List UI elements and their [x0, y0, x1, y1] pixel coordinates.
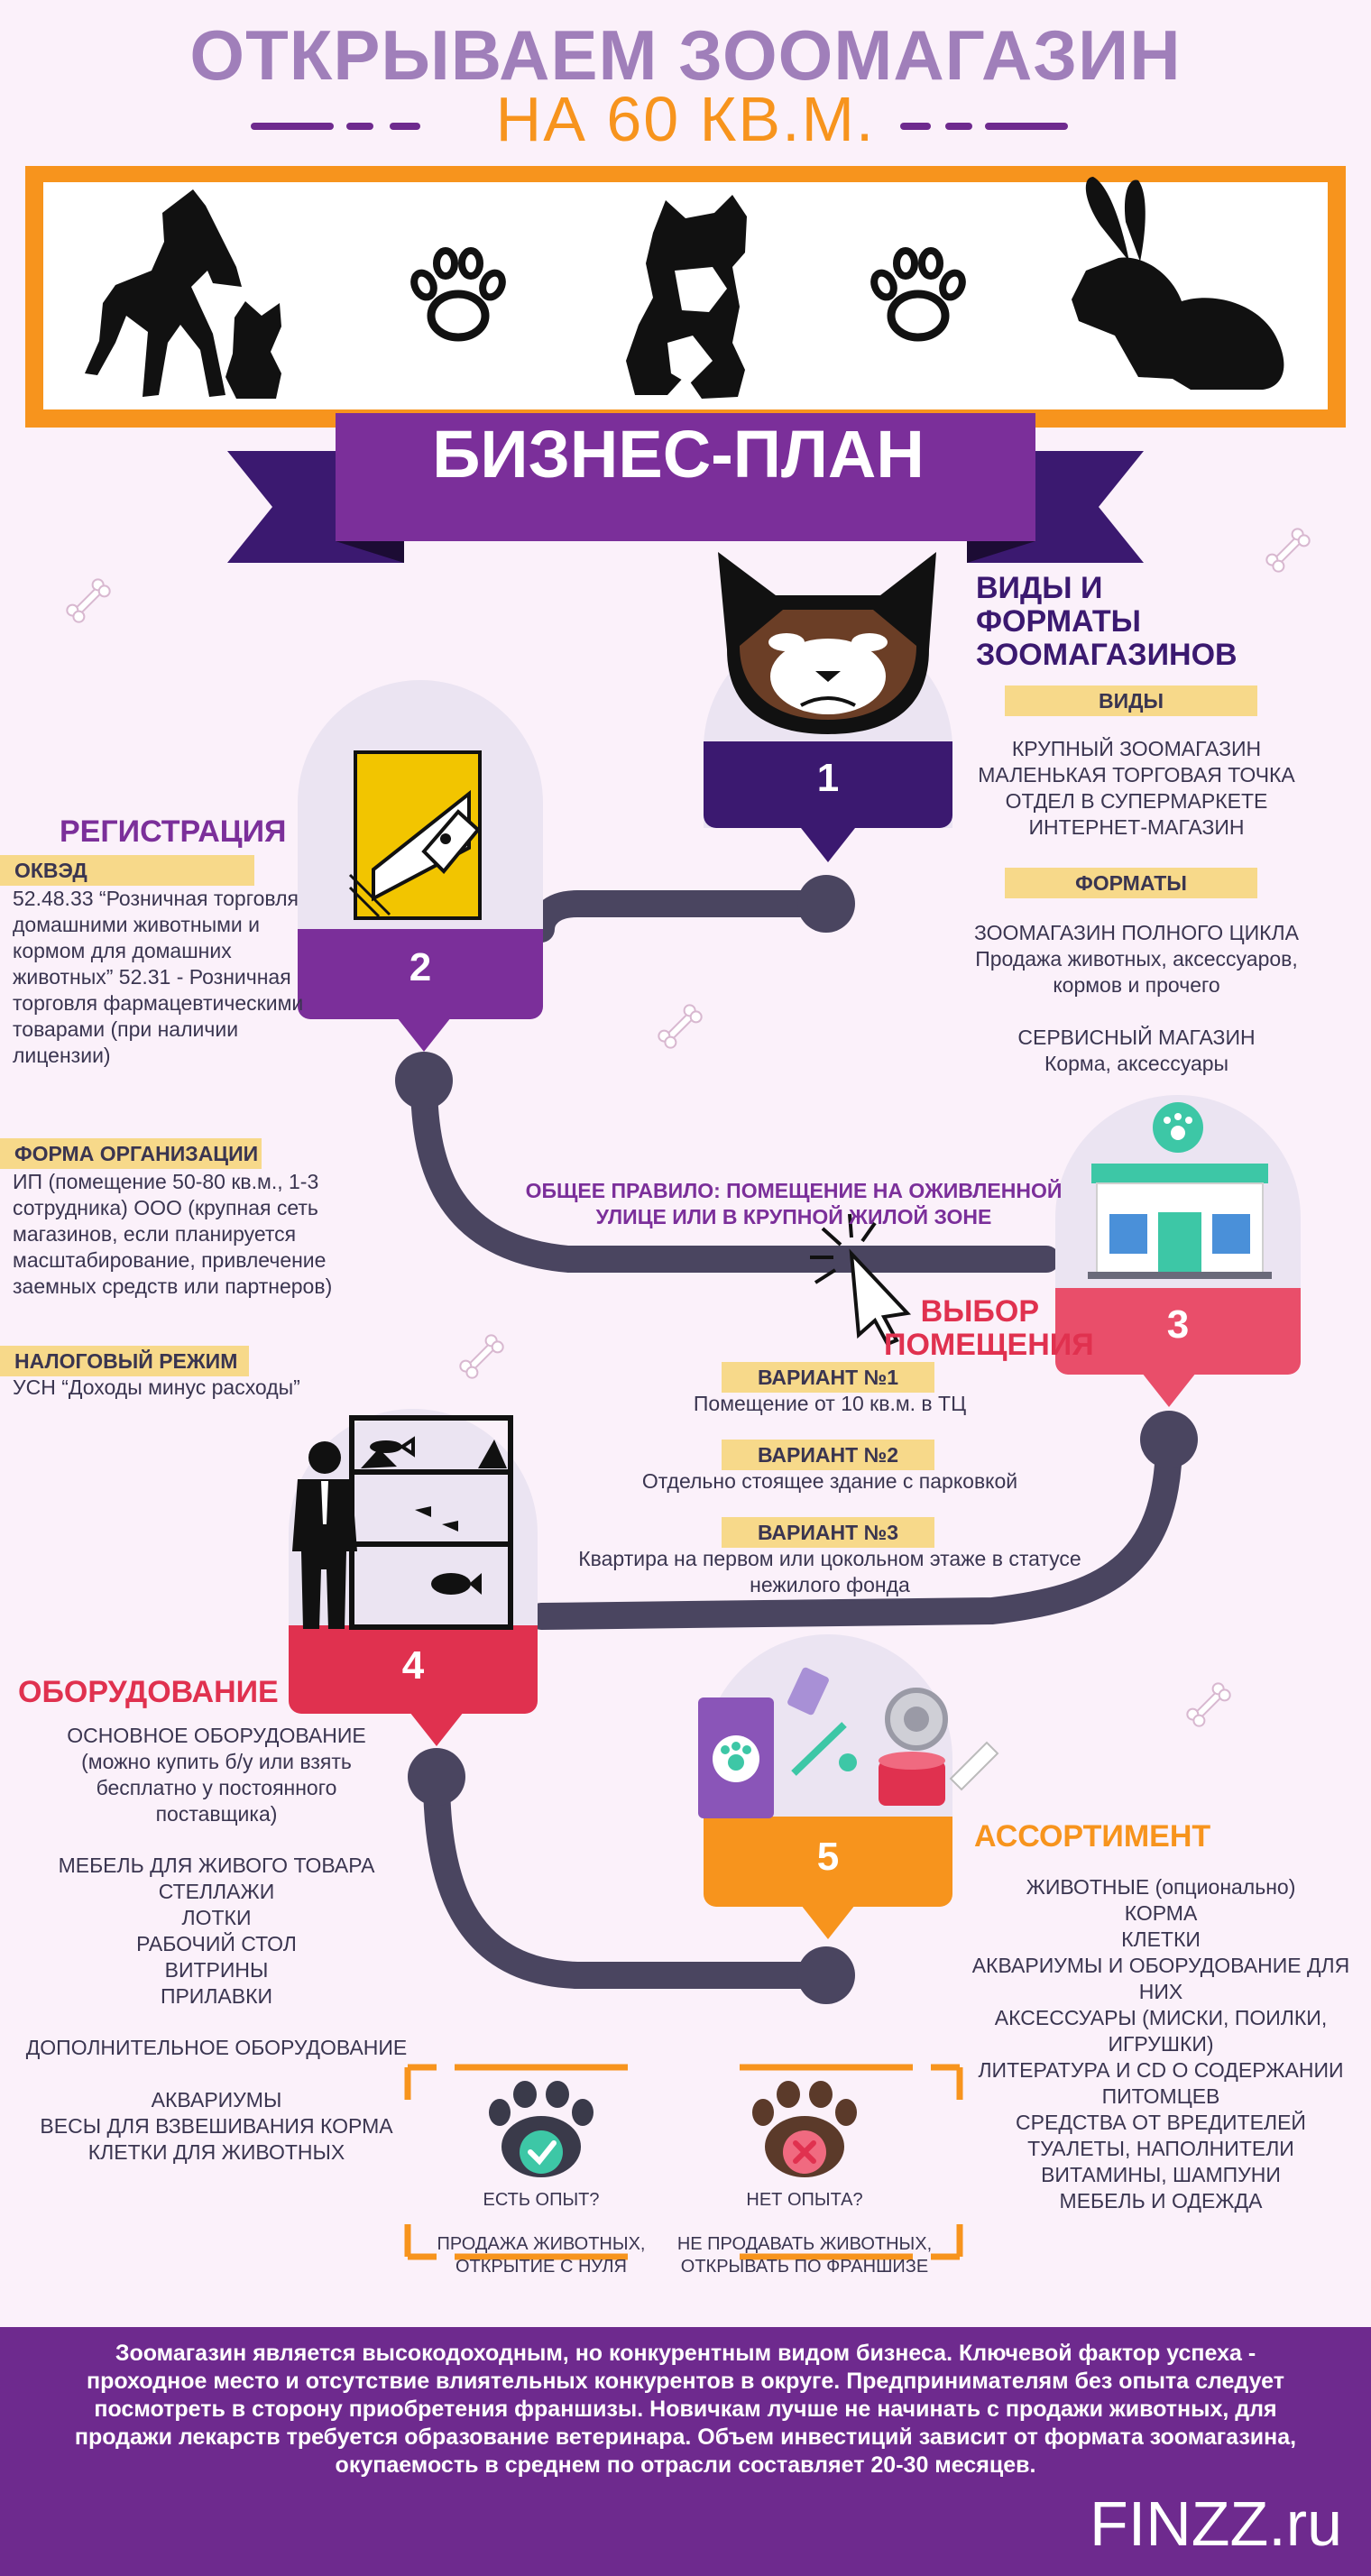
main-title: ОТКРЫВАЕМ ЗООМАГАЗИН: [189, 15, 1182, 95]
pen-nib-icon: [348, 750, 482, 920]
variant2-text: Отдельно стоящее здание с парковкой: [641, 1469, 1018, 1493]
step4-title: ОБОРУДОВАНИЕ: [18, 1675, 279, 1709]
main-equipment-title: ОСНОВНОЕ ОБОРУДОВАНИЕ: [67, 1724, 366, 1747]
format1-title: ЗООМАГАЗИН ПОЛНОГО ЦИКЛА: [974, 921, 1299, 944]
type-item: МАЛЕНЬКАЯ ТОРГОВАЯ ТОЧКА: [978, 763, 1295, 787]
format2-desc: Корма, аксессуары: [1044, 1052, 1229, 1075]
equipment-item: ВЕСЫ ДЛЯ ВЗВЕШИВАНИЯ КОРМА: [40, 2114, 393, 2138]
equipment-item: КЛЕТКИ ДЛЯ ЖИВОТНЫХ: [87, 2140, 345, 2164]
cursor-click-icon: [810, 1213, 912, 1347]
check-icon: [520, 2130, 563, 2174]
path-nodes: [395, 875, 1198, 2004]
bulldog-icon: [626, 195, 747, 399]
equipment-item: МЕБЕЛЬ ДЛЯ ЖИВОГО ТОВАРА: [58, 1854, 375, 1877]
assortment-item: СРЕДСТВА ОТ ВРЕДИТЕЛЕЙ: [1016, 2111, 1306, 2134]
step4-number: 4: [401, 1643, 425, 1688]
experience-yes-text: ПРОДАЖА ЖИВОТНЫХ, ОТКРЫТИЕ С НУЛЯ: [437, 2234, 646, 2277]
step5-title: АССОРТИМЕНТ: [974, 1819, 1211, 1854]
footer-panel: [0, 2327, 1371, 2576]
main-equipment-note: (можно купить б/у или взять бесплатно у …: [81, 1750, 352, 1826]
type-item: ОТДЕЛ В СУПЕРМАРКЕТЕ: [1005, 789, 1268, 813]
assortment-item: ЖИВОТНЫЕ (опционально): [1026, 1875, 1296, 1899]
variant1-label: ВАРИАНТ №1: [722, 1362, 934, 1393]
extra-equipment-title: ДОПОЛНИТЕЛЬНОЕ ОБОРУДОВАНИЕ: [25, 2036, 408, 2059]
equipment-item: АКВАРИУМЫ: [151, 2088, 282, 2111]
format2-title: СЕРВИСНЫЙ МАГАЗИН: [1017, 1026, 1256, 1049]
step3-rule: ОБЩЕЕ ПРАВИЛО: ПОМЕЩЕНИЕ НА ОЖИВЛЕННОЙ У…: [525, 1179, 1063, 1228]
process-path: [410, 890, 1182, 1989]
assortment-item: ЛИТЕРАТУРА И CD О СОДЕРЖАНИИ ПИТОМЦЕВ: [978, 2058, 1344, 2108]
site-logo: FINZZ.ru: [1090, 2489, 1342, 2559]
step3-number: 3: [1166, 1302, 1190, 1347]
business-plan-ribbon: [227, 413, 1144, 563]
main-subtitle: НА 60 КВ.М.: [495, 84, 876, 154]
footer-summary: Зоомагазин является высокодоходным, но к…: [74, 2341, 1297, 2478]
assortment-item: МЕБЕЛЬ И ОДЕЖДА: [1059, 2189, 1263, 2213]
assortment-item: АКСЕССУАРЫ (МИСКИ, ПОИЛКИ, ИГРУШКИ): [994, 2006, 1328, 2056]
step2-number: 2: [409, 945, 432, 989]
okved-text: 52.48.33 “Розничная торговля домашними ж…: [13, 887, 304, 1067]
pet-products-icon: [698, 1667, 999, 1818]
extra-equipment-list: АКВАРИУМЫ ВЕСЫ ДЛЯ ВЗВЕШИВАНИЯ КОРМА КЛЕ…: [9, 2087, 424, 2166]
step1-title: ВИДЫ И ФОРМАТЫ ЗООМАГАЗИНОВ: [976, 571, 1238, 672]
equipment-item: ВИТРИНЫ: [164, 1958, 269, 1982]
step1-types-list: КРУПНЫЙ ЗООМАГАЗИН МАЛЕНЬКАЯ ТОРГОВАЯ ТО…: [938, 736, 1335, 841]
assortment-item: ТУАЛЕТЫ, НАПОЛНИТЕЛИ: [1027, 2137, 1294, 2160]
type-item: ИНТЕРНЕТ-МАГАЗИН: [1028, 815, 1245, 839]
bone-icon: [63, 575, 114, 626]
assortment-item: КЛЕТКИ: [1121, 1927, 1201, 1951]
experience-box-frame: [404, 2064, 963, 2260]
assortment-item: ВИТАМИНЫ, ШАМПУНИ: [1041, 2163, 1281, 2186]
experience-yes-caption: ЕСТЬ ОПЫТ?: [483, 2190, 600, 2210]
step3-title: ВЫБОР ПОМЕЩЕНИЯ: [884, 1294, 1094, 1362]
experience-no-caption: НЕТ ОПЫТА?: [746, 2190, 863, 2210]
equipment-item: СТЕЛЛАЖИ: [158, 1880, 275, 1903]
equipment-item: ПРИЛАВКИ: [160, 1984, 273, 2008]
step5-number: 5: [816, 1835, 840, 1879]
banner-label: БИЗНЕС-ПЛАН: [432, 417, 925, 492]
org-text: ИП (помещение 50-80 кв.м., 1-3 сотрудник…: [13, 1170, 333, 1298]
org-label: ФОРМА ОРГАНИЗАЦИИ: [0, 1138, 262, 1169]
rabbit-icon: [1072, 177, 1284, 390]
step1-formats-label: ФОРМАТЫ: [1005, 868, 1257, 898]
type-item: КРУПНЫЙ ЗООМАГАЗИН: [1011, 737, 1262, 760]
assortment-list: ЖИВОТНЫЕ (опционально) КОРМА КЛЕТКИ АКВА…: [956, 1874, 1366, 2214]
main-equipment-list: МЕБЕЛЬ ДЛЯ ЖИВОГО ТОВАРА СТЕЛЛАЖИ ЛОТКИ …: [18, 1853, 415, 2010]
equipment-item: ЛОТКИ: [181, 1906, 252, 1929]
step2-title: РЕГИСТРАЦИЯ: [60, 814, 287, 849]
assortment-item: КОРМА: [1124, 1901, 1198, 1925]
shop-icon: [1088, 1102, 1272, 1279]
experience-no-text: НЕ ПРОДАВАТЬ ЖИВОТНЫХ, ОТКРЫВАТЬ ПО ФРАН…: [676, 2234, 933, 2277]
assortment-item: АКВАРИУМЫ И ОБОРУДОВАНИЕ ДЛЯ НИХ: [971, 1954, 1350, 2003]
dog-and-cat-icon: [85, 189, 281, 399]
equipment-item: РАБОЧИЙ СТОЛ: [136, 1932, 297, 1955]
tax-label: НАЛОГОВЫЙ РЕЖИМ: [0, 1346, 249, 1376]
okved-label: ОКВЭД: [0, 855, 254, 886]
format1-desc: Продажа животных, аксессуаров, кормов и …: [975, 947, 1298, 997]
variant1-text: Помещение от 10 кв.м. в ТЦ: [693, 1392, 967, 1415]
aquarium-seller-icon: [292, 1415, 513, 1630]
variant3-label: ВАРИАНТ №3: [722, 1517, 934, 1548]
step1-types-label: ВИДЫ: [1005, 685, 1257, 716]
step1-number: 1: [816, 756, 840, 800]
grumpy-cat-icon: [718, 552, 936, 734]
variant2-label: ВАРИАНТ №2: [722, 1440, 934, 1470]
variant3-text: Квартира на первом или цокольном этаже в…: [578, 1547, 1081, 1596]
tax-text: УСН “Доходы минус расходы”: [13, 1375, 300, 1399]
